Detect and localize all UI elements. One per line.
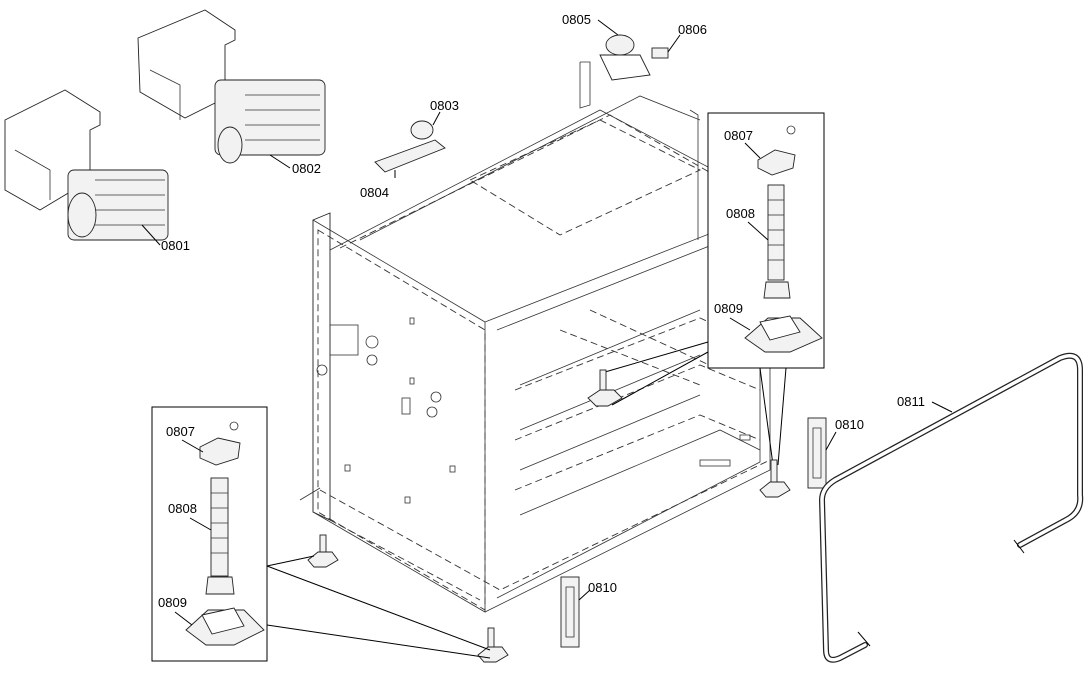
foot-front-right xyxy=(759,459,791,498)
label-0806: 0806 xyxy=(678,22,707,37)
leveling-leg-detail-right xyxy=(744,125,823,353)
label-0805: 0805 xyxy=(562,12,591,27)
label-0807-top: 0807 xyxy=(724,128,753,143)
label-0808-top: 0808 xyxy=(726,206,755,221)
label-0803: 0803 xyxy=(430,98,459,113)
switch-0806 xyxy=(651,34,681,59)
leveling-leg-detail-left xyxy=(185,421,265,646)
foot-rear-center xyxy=(587,369,623,407)
label-0804: 0804 xyxy=(360,185,389,200)
foot-rear-left xyxy=(307,534,339,568)
label-0810-bottom: 0810 xyxy=(588,580,617,595)
terminal-block-0804 xyxy=(374,139,446,178)
convection-fan-0802 xyxy=(137,9,326,169)
label-0811: 0811 xyxy=(897,394,925,409)
convection-fan-0801 xyxy=(4,89,169,246)
label-0809-top: 0809 xyxy=(714,301,743,316)
foot-front-left xyxy=(477,627,509,663)
thermostat-0803 xyxy=(410,111,441,140)
label-0810-right: 0810 xyxy=(835,417,864,432)
label-0801: 0801 xyxy=(161,238,190,253)
label-0802: 0802 xyxy=(292,161,321,176)
hinge-receptacle-0810-right xyxy=(807,417,837,489)
door-handle-rod-0811 xyxy=(819,352,1084,663)
label-0809-bottom: 0809 xyxy=(158,595,187,610)
label-0807-bottom: 0807 xyxy=(166,424,195,439)
hinge-receptacle-0810-bottom xyxy=(560,576,591,648)
door-lock-motor-0805 xyxy=(597,19,651,81)
label-0808-bottom: 0808 xyxy=(168,501,197,516)
